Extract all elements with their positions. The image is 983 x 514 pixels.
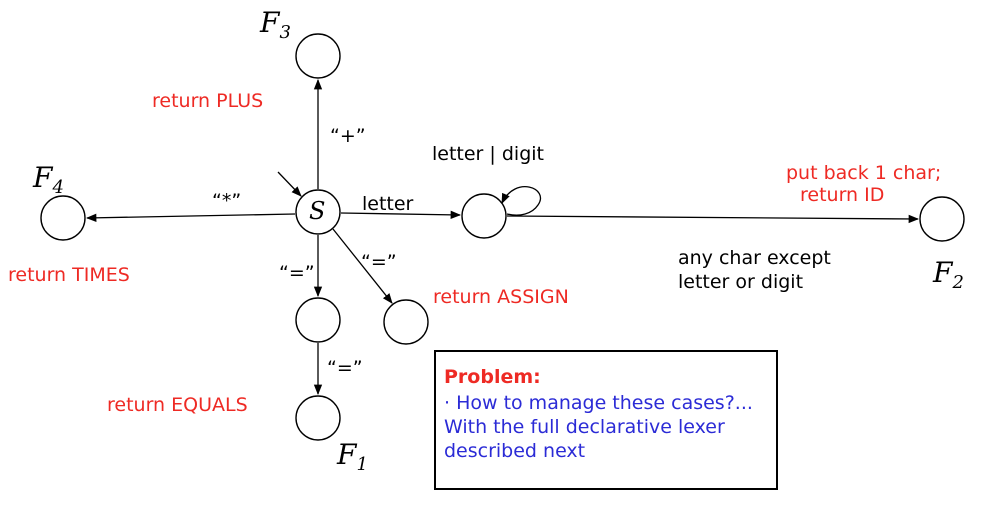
action-times: return TIMES <box>8 264 130 286</box>
transition-eq-final-label: “=” <box>327 357 363 379</box>
edge-ident-f2 <box>506 214 920 224</box>
edge-ident-loop <box>501 186 541 216</box>
transition-plus-label: “+” <box>330 125 366 147</box>
transition-any-label-2: letter or digit <box>678 271 804 293</box>
edge-start-ident <box>340 210 462 220</box>
action-id-1: put back 1 char; <box>786 162 942 184</box>
problem-line-1: · How to manage these cases?... <box>444 392 753 414</box>
state-f2 <box>919 196 965 242</box>
action-plus: return PLUS <box>152 90 264 112</box>
problem-line-3: described next <box>444 440 586 462</box>
f3-label: F3 <box>260 6 291 44</box>
transition-eq-down-label: “=” <box>279 262 315 284</box>
problem-heading: Problem: <box>444 366 541 388</box>
start-arrow <box>277 171 302 197</box>
state-assign <box>383 299 429 345</box>
action-assign: return ASSIGN <box>433 286 569 308</box>
state-f1 <box>295 395 341 441</box>
transition-any-label-1: any char except <box>678 247 831 269</box>
transition-letter-label: letter <box>362 193 414 215</box>
start-state-label: S <box>309 197 326 225</box>
state-f4 <box>40 195 86 241</box>
problem-box: Problem: · How to manage these cases?...… <box>434 350 778 490</box>
problem-line-2: With the full declarative lexer <box>444 416 725 438</box>
f1-label: F1 <box>337 438 368 476</box>
edge-start-f4 <box>85 213 296 222</box>
edge-start-assign <box>332 228 393 304</box>
transition-loop-label: letter | digit <box>432 143 544 165</box>
transition-eq-diag-label: “=” <box>361 251 397 273</box>
action-id-2: return ID <box>800 184 885 206</box>
f4-label: F4 <box>33 161 64 199</box>
f2-label: F2 <box>933 256 964 294</box>
state-f3 <box>295 33 341 79</box>
state-eq <box>295 297 341 343</box>
transition-times-label: “*” <box>212 190 242 212</box>
state-ident <box>461 193 507 239</box>
action-equals: return EQUALS <box>107 394 248 416</box>
state-start <box>295 189 341 235</box>
